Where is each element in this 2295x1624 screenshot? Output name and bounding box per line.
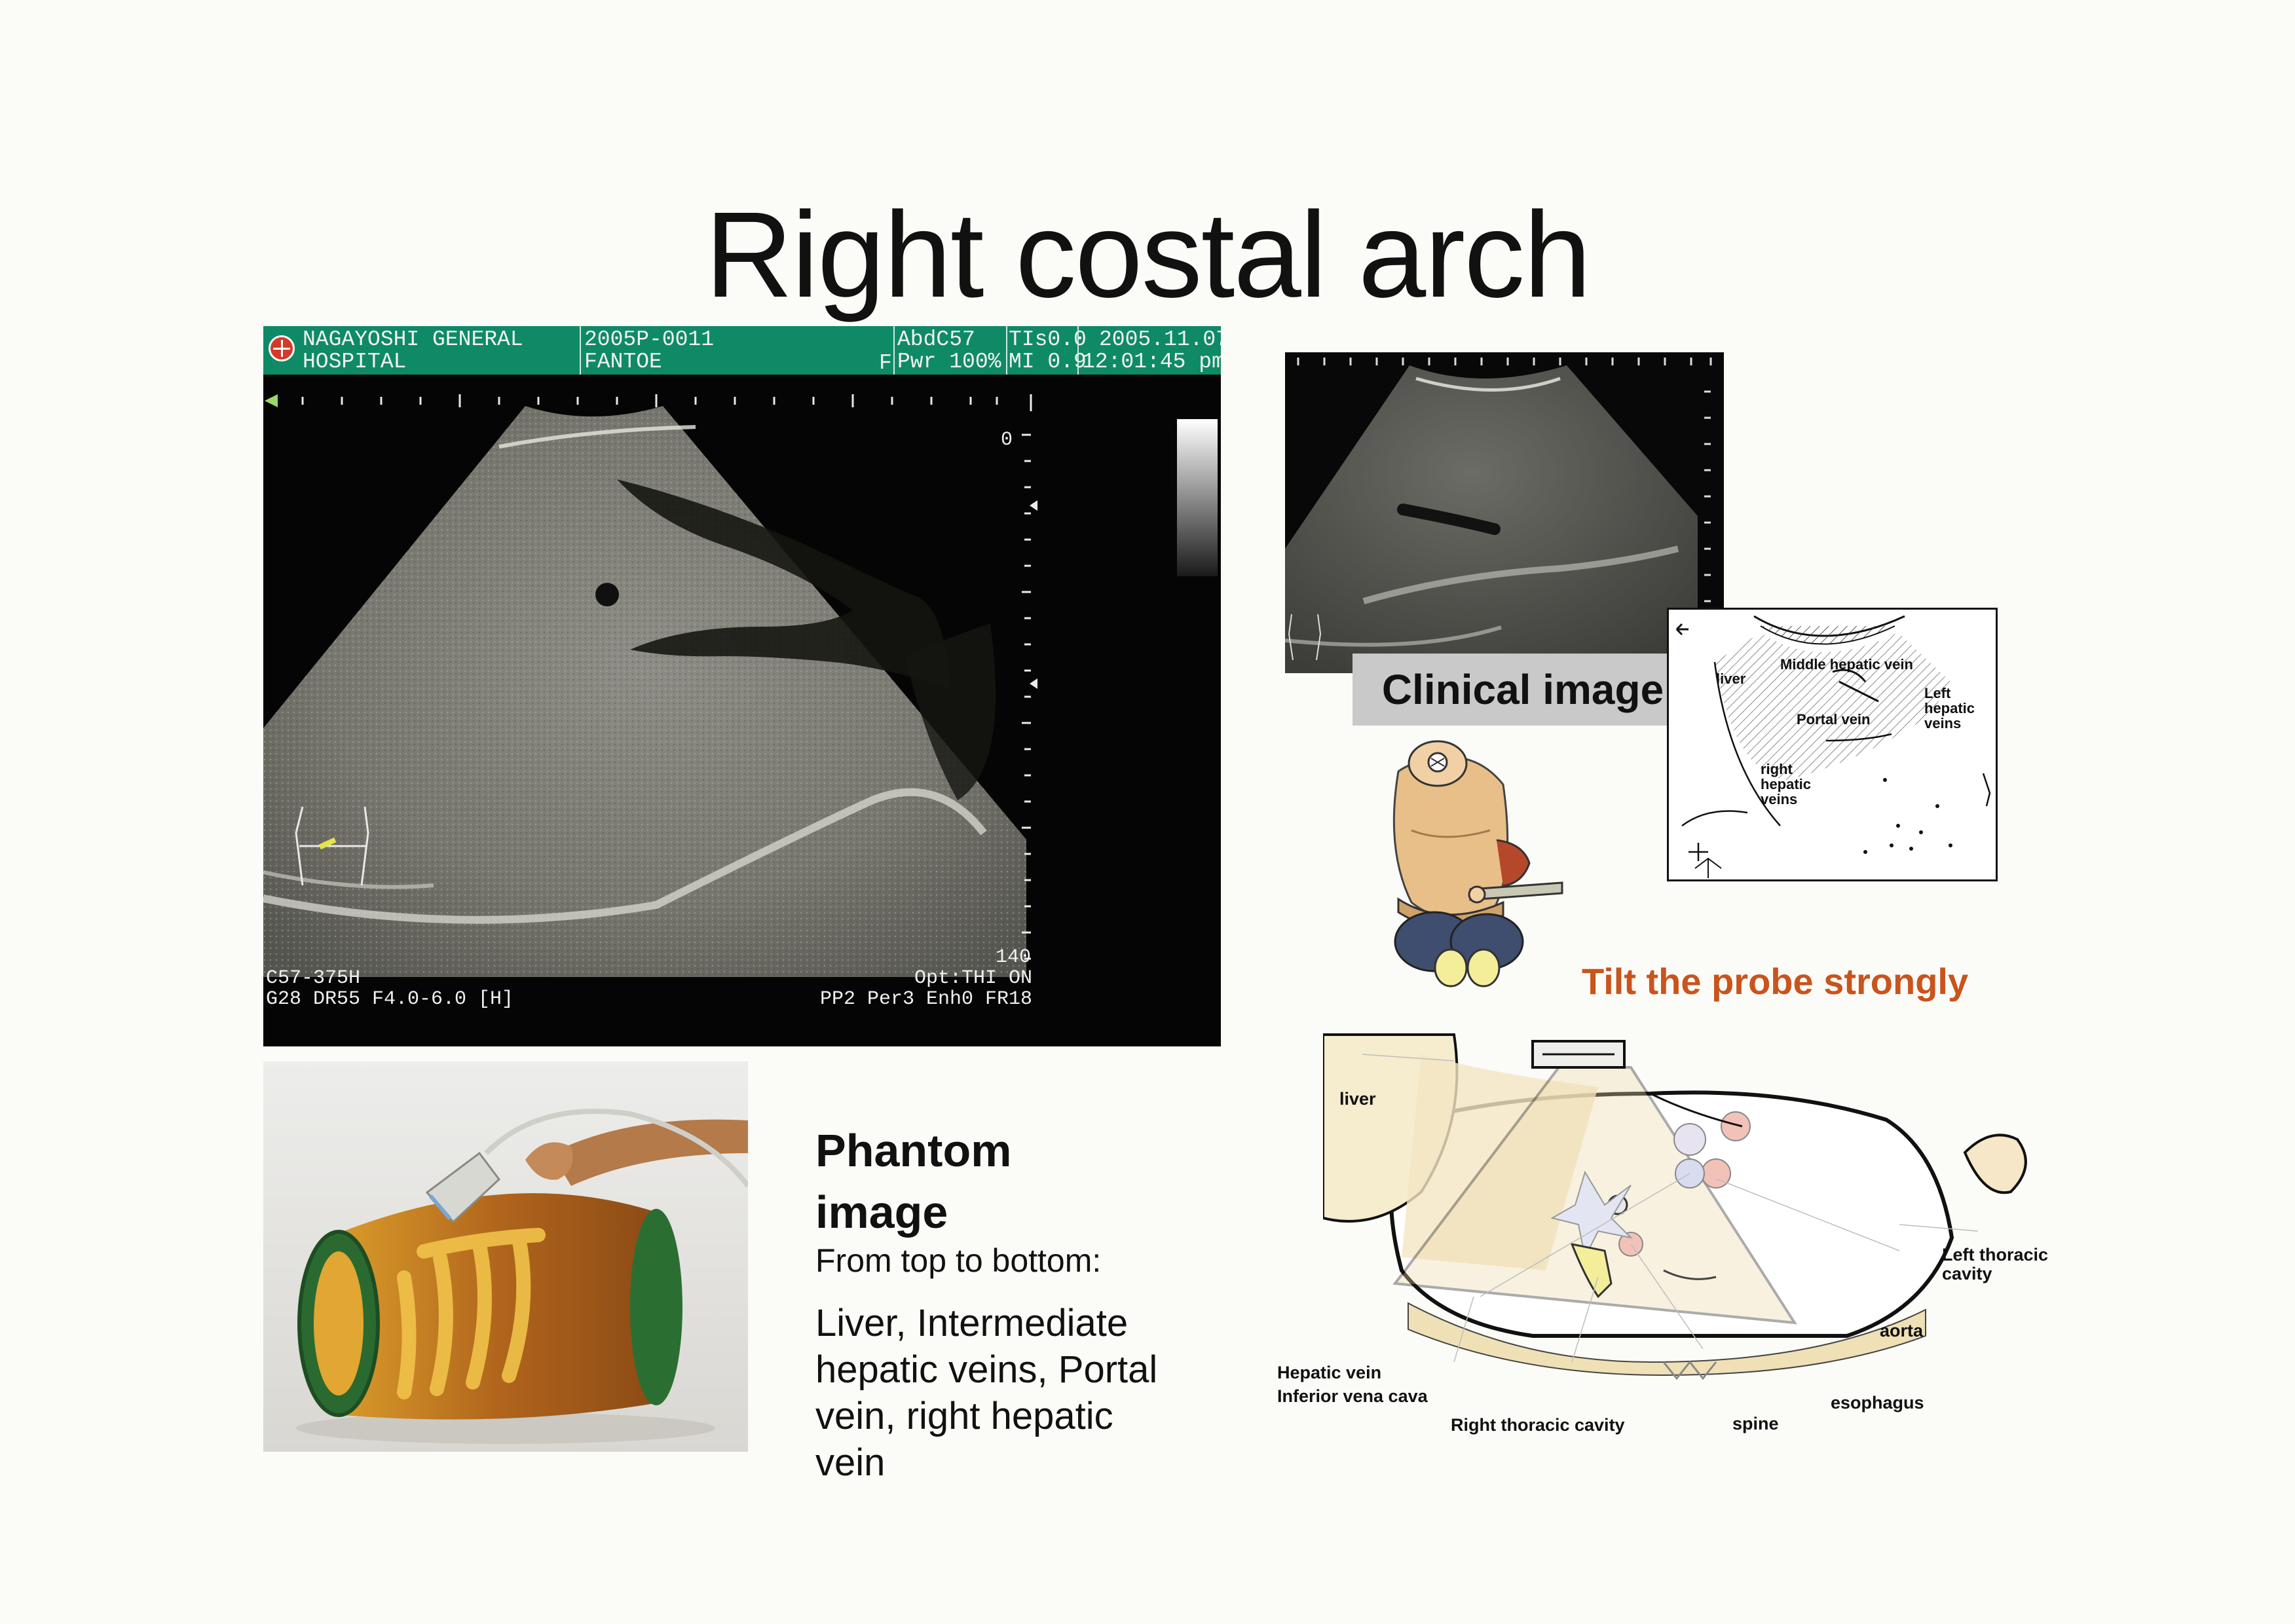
- phantom-image-description: Liver, Intermediate hepatic veins, Porta…: [815, 1302, 1158, 1484]
- xsec-label-esophagus: esophagus: [1831, 1393, 1924, 1412]
- xsec-label-liver: liver: [1339, 1089, 1376, 1109]
- anatomy-sketch: liver Middle hepatic vein Portal vein Le…: [1667, 608, 1998, 881]
- vessel-cross-section: [595, 583, 619, 606]
- focus-marker-icon: [1030, 678, 1037, 689]
- xsec-label-inferior-vena-cava: Inferior vena cava: [1277, 1386, 1428, 1406]
- sketch-label-portal-vein: Portal vein: [1797, 711, 1871, 728]
- tilt-probe-label: Tilt the probe strongly: [1582, 961, 1969, 1002]
- freq-flag: F: [879, 351, 892, 375]
- left-arrow-marker-icon: [265, 394, 278, 407]
- cross-section-diagram: liver Left thoracic cavity aorta Hepatic…: [1277, 1022, 2083, 1467]
- sketch-label-left-hepatic-veins: Left hepatic veins: [1924, 685, 1975, 731]
- sketch-label-middle-hepatic-vein: Middle hepatic vein: [1780, 656, 1913, 673]
- xsec-label-hepatic-vein: Hepatic vein: [1277, 1363, 1382, 1382]
- phantom-image-title: Phantom image: [815, 1125, 1012, 1238]
- clinical-image-label: Clinical image: [1353, 654, 1693, 726]
- page-title: Right costal arch: [705, 187, 1591, 323]
- depth-top-label: 0: [1001, 429, 1013, 451]
- xsec-label-left-thoracic-cavity: Left thoracic cavity: [1942, 1245, 2049, 1283]
- sketch-label-right-hepatic-veins: right hepatic veins: [1761, 761, 1812, 807]
- grayscale-bar: [1177, 419, 1218, 576]
- xsec-label-spine: spine: [1732, 1414, 1779, 1433]
- sketch-label-liver: liver: [1716, 671, 1746, 687]
- patient-cartoon-illustration: [1392, 740, 1563, 987]
- xsec-label-right-thoracic-cavity: Right thoracic cavity: [1451, 1415, 1625, 1435]
- arrow-icon: [1675, 623, 1689, 636]
- depth-bottom-label: 140: [996, 946, 1032, 969]
- xsec-label-aorta: aorta: [1880, 1321, 1924, 1340]
- body-mark-icon: [1288, 614, 1322, 661]
- ultrasound-scan-area: [263, 394, 1218, 977]
- hospital-cross-icon: [269, 335, 295, 361]
- phantom-image-subtitle: From top to bottom:: [815, 1242, 1102, 1279]
- clinical-ultrasound-image: [1285, 352, 1724, 673]
- hepatic-vein-shadow: [617, 479, 951, 689]
- phantom-photo: [263, 1061, 748, 1452]
- focus-marker-icon: [1030, 500, 1037, 511]
- body-mark-icon: [295, 806, 369, 886]
